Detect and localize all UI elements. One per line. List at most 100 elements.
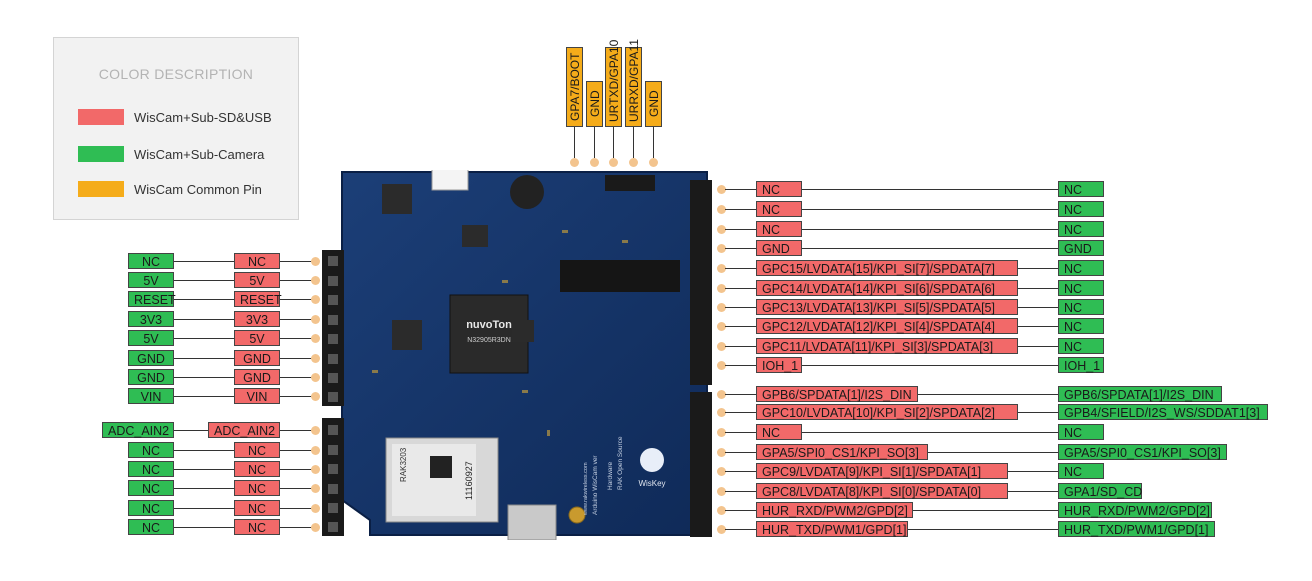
pin-dot [311,484,320,493]
pin-dot [311,373,320,382]
right-pin-camera-label: NC [1058,221,1104,237]
left-pin-sd-label: GND [234,369,280,385]
pin-dot [717,506,726,515]
legend-swatch-red [78,109,124,125]
pin-dot [649,158,658,167]
pin-dot [717,342,726,351]
right-pin-sd-label: GPC15/LVDATA[15]/KPI_SI[7]/SPDATA[7] [756,260,1018,276]
color-legend: COLOR DESCRIPTION WisCam+Sub-SD&USB WisC… [53,37,299,220]
right-header-top [690,180,712,385]
left-header-bottom [322,418,344,536]
right-pin-camera-label: IOH_1 [1058,357,1104,373]
legend-label: WisCam+Sub-Camera [134,146,265,162]
pin-connector-line [725,189,1058,190]
pin-dot [311,465,320,474]
pin-connector-line [725,209,1058,210]
pin-dot [311,392,320,401]
left-header-top [322,250,344,406]
right-pin-sd-label: GPA5/SPI0_CS1/KPI_SO[3] [756,444,928,460]
pin-dot [717,428,726,437]
right-pin-sd-label: NC [756,181,802,197]
right-pin-sd-label: GPC11/LVDATA[11]/KPI_SI[3]/SPDATA[3] [756,338,1018,354]
silk-url-text: www.rakwireless.com [583,462,589,516]
right-pin-camera-label: NC [1058,463,1104,479]
silk-line2-text: Hardware [607,461,614,490]
right-pin-camera-label: GPB4/SFIELD/I2S_WS/SDDAT1[3] [1058,404,1268,420]
pin-connector-line [725,432,1058,433]
pin-dot [311,257,320,266]
right-pin-camera-label: GND [1058,240,1104,256]
left-pin-sd-label: GND [234,350,280,366]
pin-dot [311,334,320,343]
legend-swatch-green [78,146,124,162]
pin-dot [717,525,726,534]
left-pin-sd-label: RESET [234,291,282,307]
pin-dot [311,446,320,455]
left-pin-camera-label: GND [128,350,174,366]
pin-dot [717,408,726,417]
left-pin-sd-label: 3V3 [234,311,280,327]
left-pin-camera-label: 3V3 [128,311,174,327]
pin-connector-line [725,365,1058,366]
pin-dot [609,158,618,167]
chip-brand-text: nuvoTon [466,319,512,331]
left-pin-camera-label: RESET [128,291,176,307]
right-pin-camera-label: NC [1058,181,1104,197]
pin-connector-line [574,127,575,158]
left-pin-camera-label: GND [128,369,174,385]
top-pin-label: URRXD/GPA11 [625,39,642,127]
pin-connector-line [653,127,654,158]
legend-label: WisCam+Sub-SD&USB [134,109,272,125]
pin-dot [311,504,320,513]
right-pin-camera-label: NC [1058,280,1104,296]
pin-dot [311,276,320,285]
pin-dot [717,487,726,496]
module-serial-text: 11160927 [464,461,474,500]
legend-item-common: WisCam Common Pin [78,180,262,198]
right-pin-sd-label: IOH_1 [756,357,802,373]
right-header-bottom [690,392,712,537]
left-pin-camera-label: ADC_AIN2 [102,422,174,438]
pin-connector-line [725,248,1058,249]
pin-dot [717,244,726,253]
left-pin-sd-label: NC [234,253,280,269]
pin-dot [311,315,320,324]
left-pin-camera-label: NC [128,442,174,458]
left-pin-sd-label: 5V [234,272,280,288]
pin-connector-line [613,127,614,158]
right-pin-camera-label: HUR_TXD/PWM1/GPD[1] [1058,521,1215,537]
left-pin-sd-label: NC [234,519,280,535]
left-pin-camera-label: NC [128,461,174,477]
left-pin-sd-label: 5V [234,330,280,346]
right-pin-camera-label: NC [1058,260,1104,276]
pin-dot [311,523,320,532]
right-pin-camera-label: NC [1058,338,1104,354]
pin-dot [717,225,726,234]
pin-dot [717,205,726,214]
right-pin-sd-label: NC [756,201,802,217]
right-pin-sd-label: GPC9/LVDATA[9]/KPI_SI[1]/SPDATA[1] [756,463,1008,479]
right-pin-camera-label: GPA1/SD_CD [1058,483,1142,499]
legend-swatch-orange [78,181,124,197]
left-pin-sd-label: ADC_AIN2 [208,422,280,438]
pin-dot [717,284,726,293]
silk-line3-text: Arduino WisCam ver [592,455,599,515]
left-pin-camera-label: 5V [128,272,174,288]
legend-item-camera: WisCam+Sub-Camera [78,145,264,163]
right-pin-sd-label: GPB6/SPDATA[1]/I2S_DIN [756,386,918,402]
silk-brand-text: WisKey [638,479,665,488]
usb-connector [507,504,557,540]
silk-line1-text: RAK Open Source [617,436,624,490]
left-pin-camera-label: VIN [128,388,174,404]
pin-dot [717,448,726,457]
left-pin-camera-label: NC [128,500,174,516]
right-pin-sd-label: GPC12/LVDATA[12]/KPI_SI[4]/SPDATA[4] [756,318,1018,334]
pin-dot [311,295,320,304]
left-pin-camera-label: NC [128,519,174,535]
wiscam-board: nuvoTon N32905R3DN RAK3203 11160927 WisK… [322,170,712,540]
right-pin-sd-label: HUR_RXD/PWM2/GPD[2] [756,502,913,518]
left-pin-camera-label: 5V [128,330,174,346]
left-pin-sd-label: NC [234,480,280,496]
right-pin-camera-label: NC [1058,424,1104,440]
pin-dot [717,322,726,331]
